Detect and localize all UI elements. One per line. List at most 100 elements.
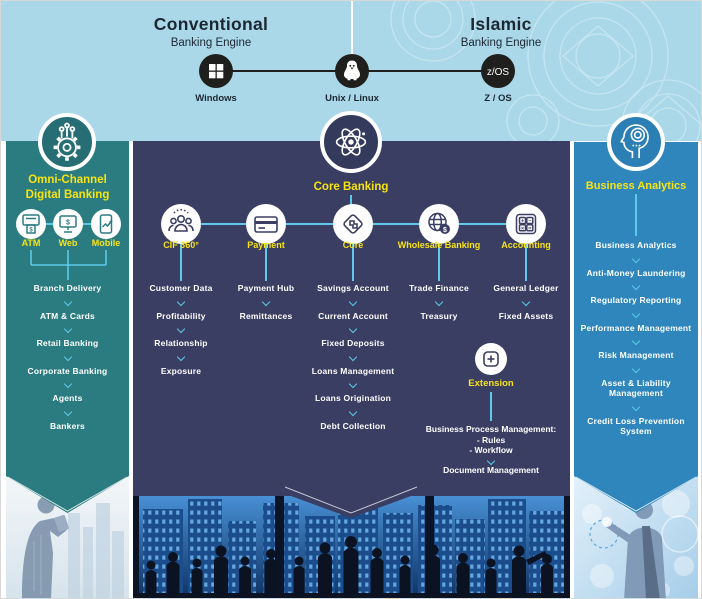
chevron-down-icon bbox=[631, 281, 641, 291]
platform-unix-linux: Unix / Linux bbox=[317, 54, 387, 104]
list-item: Agents bbox=[6, 393, 129, 421]
left-title-line2: Digital Banking bbox=[25, 188, 110, 201]
svg-text:z/OS: z/OS bbox=[487, 67, 510, 78]
list-item: Risk Management bbox=[574, 350, 698, 378]
extension-connector-line bbox=[490, 392, 492, 421]
chevron-down-icon bbox=[631, 402, 641, 411]
list-item-label: Treasury bbox=[420, 310, 458, 321]
center-panel-v-edge bbox=[284, 486, 418, 514]
list-item-label: Debt Collection bbox=[320, 420, 386, 431]
module-wholesale-label: Wholesale Banking bbox=[397, 240, 481, 250]
list-item-label: ATM & Cards bbox=[40, 310, 95, 321]
islamic-engine-subtitle: Banking Engine bbox=[460, 37, 542, 49]
module-cif360-label: CIF 360° bbox=[163, 240, 199, 250]
list-item-label: Retail Banking bbox=[36, 338, 99, 348]
chevron-down-icon bbox=[63, 379, 72, 389]
platform-windows: Windows bbox=[181, 54, 251, 104]
list-item: Current Account bbox=[298, 311, 408, 339]
svg-text:=: = bbox=[528, 226, 531, 232]
bpm-workflow: - Workflow bbox=[469, 445, 513, 455]
chevron-down-icon bbox=[348, 379, 358, 389]
list-item-label: General Ledger bbox=[493, 283, 559, 293]
svg-text:−: − bbox=[528, 219, 531, 225]
document-management-label: Document Management bbox=[443, 465, 539, 475]
right-column-item-list: Business Analytics Anti-Money Laundering… bbox=[574, 240, 698, 437]
module-payment-label: Payment bbox=[247, 240, 285, 250]
list-item-label: Corporate Banking bbox=[27, 365, 108, 376]
mobile-phone-icon bbox=[91, 209, 121, 239]
left-title-line1: Omni-Channel bbox=[28, 174, 107, 186]
list-item-label: Payment Hub bbox=[237, 283, 295, 293]
chevron-down-icon bbox=[434, 297, 444, 306]
list-item: General Ledger bbox=[471, 283, 581, 311]
islamic-engine-title: Islamic bbox=[470, 14, 532, 34]
list-item: Corporate Banking bbox=[6, 366, 129, 394]
atom-icon bbox=[320, 111, 382, 173]
channel-bracket-connector bbox=[30, 250, 107, 280]
list-item: Credit Loss Prevention System bbox=[574, 416, 698, 437]
chevron-down-icon bbox=[631, 364, 641, 373]
list-item-label: Asset & Liability Management bbox=[601, 377, 671, 399]
channel-mobile-label: Mobile bbox=[91, 238, 121, 248]
list-item-label: Branch Delivery bbox=[33, 283, 102, 293]
chevron-down-icon bbox=[348, 352, 358, 361]
svg-text:+: + bbox=[521, 219, 524, 225]
list-item: Profitability bbox=[126, 311, 236, 339]
chevron-down-icon bbox=[631, 309, 641, 318]
zos-badge-icon: z/OS bbox=[481, 54, 515, 88]
conventional-engine-subtitle: Banking Engine bbox=[170, 37, 252, 49]
list-item-label: Trade Finance bbox=[409, 283, 469, 293]
chevron-down-icon bbox=[63, 297, 72, 306]
list-item: Retail Banking bbox=[6, 338, 129, 366]
platform-unix-linux-label: Unix / Linux bbox=[325, 93, 379, 104]
chevron-down-icon bbox=[176, 352, 186, 361]
chevron-down-icon bbox=[631, 336, 641, 346]
conventional-engine: Conventional Banking Engine bbox=[116, 14, 306, 49]
left-column-title: Omni-Channel Digital Banking bbox=[6, 173, 129, 202]
svg-text:$: $ bbox=[443, 227, 447, 234]
list-item-label: Business Analytics bbox=[595, 240, 677, 250]
list-item: Regulatory Reporting bbox=[574, 295, 698, 323]
module-accounting-label: Accounting bbox=[501, 240, 551, 250]
people-group-icon bbox=[161, 204, 201, 244]
list-item-label: Agents bbox=[52, 393, 83, 403]
windows-logo-icon bbox=[199, 54, 233, 88]
list-item-label: Relationship bbox=[154, 338, 208, 348]
list-item-label: Fixed Assets bbox=[498, 310, 554, 321]
list-item: Anti-Money Laundering bbox=[574, 268, 698, 296]
extension-label: Extension bbox=[468, 378, 514, 389]
list-item: Bankers bbox=[6, 421, 129, 432]
list-item: Performance Management bbox=[574, 323, 698, 351]
list-item: Customer Data bbox=[126, 283, 236, 311]
linux-penguin-icon bbox=[335, 54, 369, 88]
list-item: Remittances bbox=[211, 311, 321, 322]
list-item-label: Savings Account bbox=[317, 283, 389, 293]
list-item: Treasury bbox=[384, 311, 494, 322]
atm-machine-icon: $ bbox=[16, 209, 46, 239]
bpm-block: Business Process Management: - Rules - W… bbox=[401, 424, 581, 456]
bpm-rules: - Rules bbox=[476, 434, 506, 445]
right-column-stub-line bbox=[635, 194, 637, 236]
chevron-down-icon bbox=[63, 324, 72, 334]
channel-atm-label: ATM bbox=[21, 238, 41, 248]
list-item-label: Customer Data bbox=[149, 283, 213, 293]
crowd-silhouettes bbox=[145, 536, 553, 598]
list-item: Payment Hub bbox=[211, 283, 321, 311]
chevron-down-icon bbox=[261, 297, 271, 306]
head-brain-icon bbox=[607, 113, 665, 171]
list-item-label: Performance Management bbox=[580, 322, 692, 333]
list-item-label: Loans Management bbox=[311, 365, 395, 376]
center-drop-line bbox=[351, 1, 353, 54]
list-item: ATM & Cards bbox=[6, 311, 129, 339]
channel-web-label: Web bbox=[58, 238, 78, 248]
right-panel-v-edge bbox=[575, 476, 697, 512]
omni-channel-panel bbox=[6, 141, 129, 513]
chevron-down-icon bbox=[348, 324, 358, 334]
svg-text:$: $ bbox=[29, 228, 33, 234]
list-item: Branch Delivery bbox=[6, 283, 129, 311]
islamic-engine: Islamic Banking Engine bbox=[426, 14, 576, 49]
